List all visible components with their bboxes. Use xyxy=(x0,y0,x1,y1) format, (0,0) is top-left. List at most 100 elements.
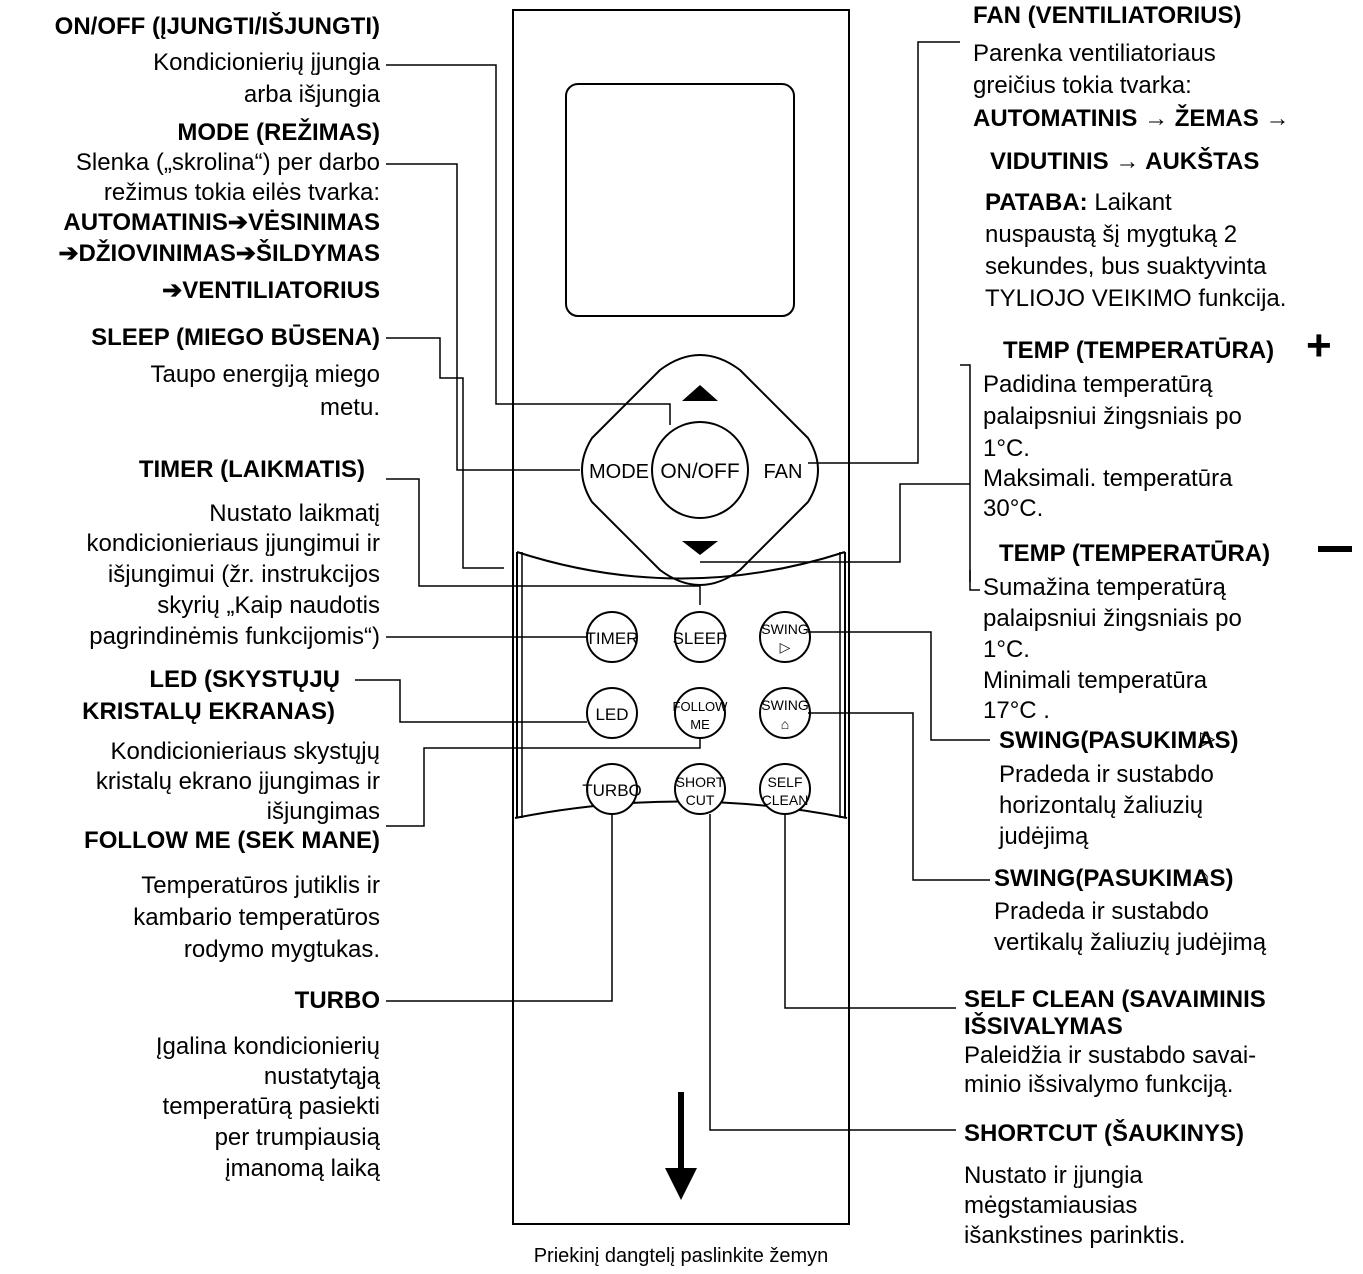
turbo-desc-2: nustatytąją xyxy=(263,1063,380,1090)
shortcut-label-2: CUT xyxy=(686,792,715,808)
mode-desc-1: Slenka („skrolina“) per darbo xyxy=(75,149,380,176)
fan-desc-1: Parenka ventiliatoriaus xyxy=(973,40,1216,67)
follow-me-label-1: FOLLOW xyxy=(673,699,729,714)
remote-body xyxy=(512,9,850,1225)
shortcut-button[interactable] xyxy=(674,763,726,815)
temp-up-desc-1: Padidina temperatūrą xyxy=(983,371,1213,398)
timer-desc-4: skyrių „Kaip naudotis xyxy=(157,592,380,619)
self-clean-title-2: IŠSIVALYMAS xyxy=(964,1013,1123,1040)
mode-button-label[interactable]: MODE xyxy=(589,461,649,483)
sleep-button-label: SLEEP xyxy=(673,629,728,648)
direction-pad[interactable] xyxy=(581,354,819,586)
mode-desc-3: AUTOMATINIS➔VĖSINIMAS xyxy=(63,209,380,236)
timer-title: TIMER (LAIKMATIS) xyxy=(138,456,365,483)
self-clean-title-1: SELF CLEAN (SAVAIMINIS xyxy=(964,986,1266,1013)
onoff-desc-2: arba išjungia xyxy=(243,81,380,108)
swing-h-title-icon: ▷ xyxy=(1200,728,1216,750)
shortcut-title: SHORTCUT (ŠAUKINYS) xyxy=(964,1120,1244,1147)
follow-desc-3: rodymo mygtukas. xyxy=(183,936,380,963)
self-clean-desc-2: minio išsivalymo funkciją. xyxy=(964,1071,1234,1098)
note-line-1: PATABA: Laikant xyxy=(985,189,1360,217)
self-clean-label-1: SELF xyxy=(767,774,802,790)
on-off-label: ON/OFF xyxy=(660,460,739,483)
note-label: PATABA: xyxy=(985,189,1088,216)
turbo-desc-1: Įgalina kondicionierių xyxy=(155,1033,380,1060)
led-desc-1: Kondicionieriaus skystųjų xyxy=(110,738,380,765)
swing-v-icon: ⌂ xyxy=(781,716,789,732)
self-clean-label-2: CLEAN xyxy=(762,792,809,808)
fan-desc-4: VIDUTINIS → AUKŠTAS xyxy=(990,148,1260,175)
mode-desc-2: režimus tokia eilės tvarka: xyxy=(103,179,380,206)
mode-desc-4: ➔DŽIOVINIMAS➔ŠILDYMAS xyxy=(58,240,380,267)
swing-v-desc-2: vertikalų žaliuzių judėjimą xyxy=(994,929,1267,956)
swing-h-label: SWING xyxy=(761,621,808,637)
leader-lines xyxy=(355,41,990,1131)
swing-h-desc-2: horizontalų žaliuzių xyxy=(999,792,1204,819)
led-title-1: LED (SKYSTŲJŲ xyxy=(149,666,340,693)
temp-up-title: TEMP (TEMPERATŪRA) xyxy=(1003,337,1275,364)
temp-down-desc-4: Minimali temperatūra xyxy=(983,667,1208,694)
minus-icon xyxy=(1318,546,1352,552)
shortcut-desc-2: mėgstamiausias xyxy=(964,1192,1138,1219)
sleep-button[interactable] xyxy=(674,611,726,663)
fan-button-label[interactable]: FAN xyxy=(764,461,803,483)
led-button-label: LED xyxy=(595,705,628,724)
cover-caption: Priekinį dangtelį paslinkite žemyn xyxy=(534,1245,829,1267)
fan-desc-2: greičius tokia tvarka: xyxy=(973,72,1192,99)
turbo-title: TURBO xyxy=(294,987,380,1014)
on-off-button[interactable] xyxy=(651,421,749,519)
note-desc-3: sekundes, bus suaktyvinta xyxy=(985,253,1267,280)
temp-down-desc-3: 1°C. xyxy=(983,636,1030,663)
timer-desc-3: išjungimui (žr. instrukcijos xyxy=(107,561,380,588)
follow-desc-2: kambario temperatūros xyxy=(133,904,380,931)
swing-horizontal-button[interactable] xyxy=(759,611,811,663)
mode-title: MODE (REŽIMAS) xyxy=(177,119,380,146)
led-title-2: KRISTALŲ EKRANAS) xyxy=(82,698,335,725)
turbo-desc-4: per trumpiausią xyxy=(214,1124,380,1151)
shortcut-desc-1: Nustato ir įjungia xyxy=(964,1162,1143,1189)
temp-down-desc-2: palaipsniui žingsniais po xyxy=(983,605,1242,632)
led-button[interactable] xyxy=(586,687,638,739)
temp-up-desc-5: 30°C. xyxy=(983,495,1044,522)
swing-v-label: SWING xyxy=(761,697,808,713)
turbo-desc-3: temperatūrą pasiekti xyxy=(162,1093,380,1120)
turbo-button-label: TURBO xyxy=(582,781,642,800)
swing-v-title-icon: ⌂ xyxy=(1196,863,1210,888)
follow-me-label-2: ME xyxy=(690,717,710,732)
sleep-title: SLEEP (MIEGO BŪSENA) xyxy=(91,324,380,351)
swing-v-title: SWING(PASUKIMAS) xyxy=(994,865,1234,892)
led-desc-2: kristalų ekrano įjungimas ir xyxy=(95,768,380,795)
temp-down-arrow-icon[interactable] xyxy=(682,541,718,555)
temp-up-desc-3: 1°C. xyxy=(983,435,1030,462)
display-screen xyxy=(565,83,795,317)
temp-up-desc-2: palaipsniui žingsniais po xyxy=(983,403,1242,430)
note-desc-4: TYLIOJO VEIKIMO funkcija. xyxy=(985,285,1287,312)
mode-desc-5: ➔VENTILIATORIUS xyxy=(162,277,380,304)
timer-desc-1: Nustato laikmatį xyxy=(209,500,380,527)
fan-title: FAN (VENTILIATORIUS) xyxy=(973,2,1242,29)
slide-down-arrow-icon xyxy=(665,1168,697,1200)
led-desc-3: išjungimas xyxy=(266,798,380,825)
self-clean-desc-1: Paleidžia ir sustabdo savai- xyxy=(964,1042,1257,1069)
plus-icon: + xyxy=(1306,321,1332,370)
onoff-desc-1: Kondicionierių įjungia xyxy=(153,49,380,76)
swing-h-desc-1: Pradeda ir sustabdo xyxy=(999,761,1214,788)
follow-title: FOLLOW ME (SEK MANE) xyxy=(84,827,380,854)
note-desc-2: nuspaustą šį mygtuką 2 xyxy=(985,221,1238,248)
sleep-desc-2: metu. xyxy=(319,394,380,421)
timer-desc-2: kondicionieriaus įjungimui ir xyxy=(86,530,380,557)
shortcut-label-1: SHORT xyxy=(676,774,725,790)
onoff-title: ON/OFF (ĮJUNGTI/IŠJUNGTI) xyxy=(54,13,380,40)
temp-down-desc-5: 17°C . xyxy=(983,697,1050,724)
swing-v-desc-1: Pradeda ir sustabdo xyxy=(994,898,1209,925)
temp-down-title: TEMP (TEMPERATŪRA) xyxy=(999,540,1271,567)
swing-h-icon: ▷ xyxy=(780,639,791,655)
temp-up-desc-4: Maksimali. temperatūra xyxy=(983,465,1233,492)
temp-up-arrow-icon[interactable] xyxy=(682,385,718,401)
swing-h-desc-3: judėjimą xyxy=(999,823,1089,850)
shortcut-desc-3: išankstines parinktis. xyxy=(964,1222,1186,1249)
fan-desc-3: AUTOMATINIS → ŽEMAS → xyxy=(973,105,1290,132)
timer-button-label: TIMER xyxy=(586,629,639,648)
timer-desc-5: pagrindinėmis funkcijomis“) xyxy=(89,623,380,650)
